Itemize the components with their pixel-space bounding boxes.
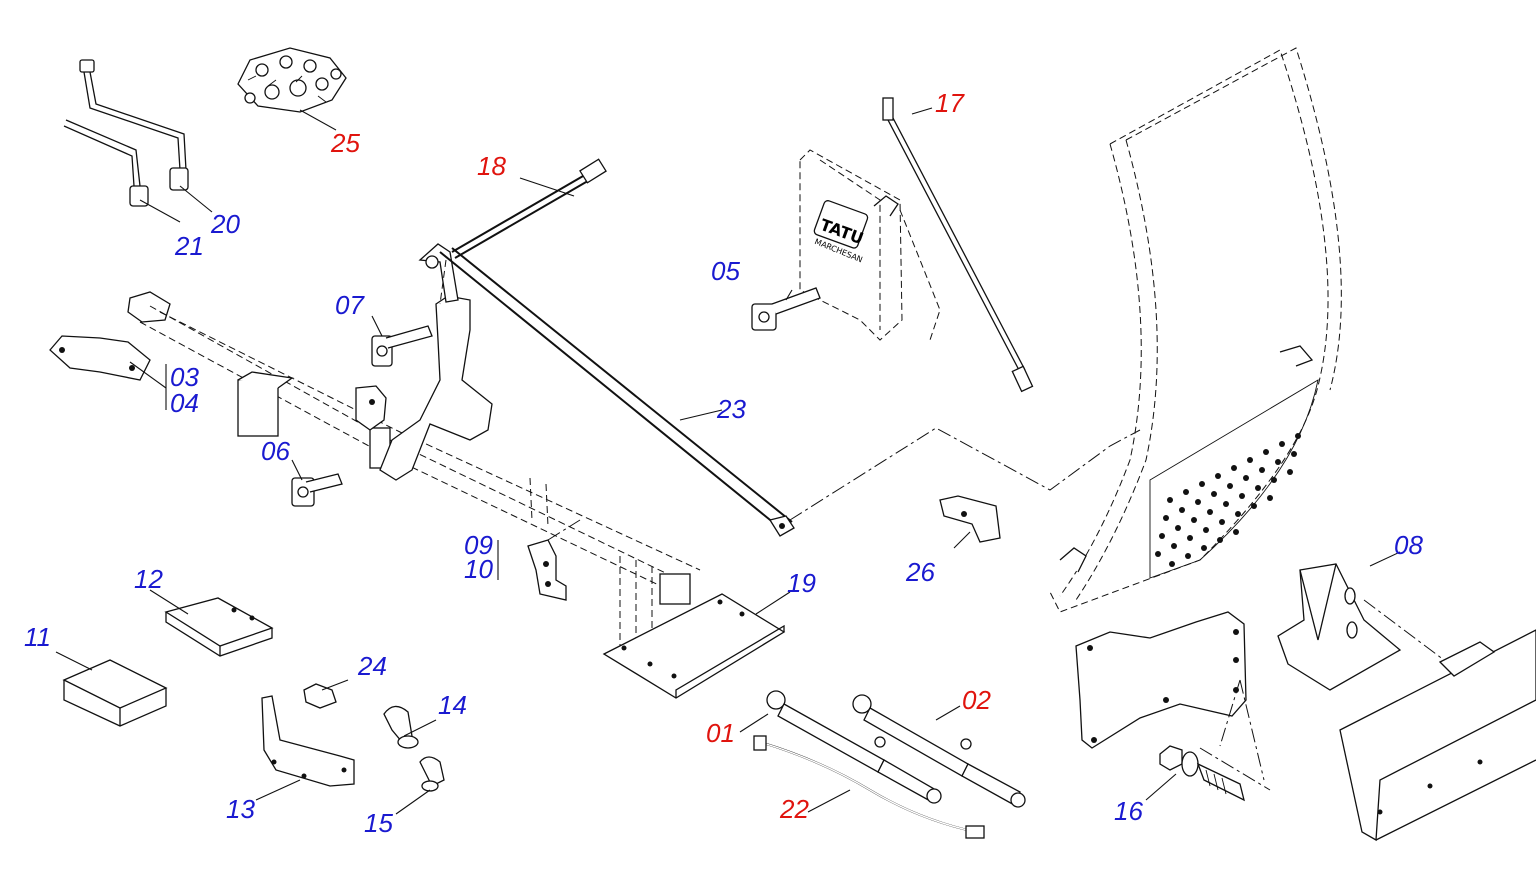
label-07: 07 — [335, 290, 365, 320]
label-10: 10 — [464, 554, 493, 584]
lift-arm-bracket — [355, 243, 493, 481]
part-19-plate[interactable] — [602, 593, 786, 699]
part-07-pin[interactable] — [371, 325, 433, 367]
part-24-clip[interactable] — [303, 683, 337, 709]
label-18: 18 — [477, 151, 506, 181]
label-03: 03 — [170, 362, 199, 392]
label-01: 01 — [706, 718, 735, 748]
main-frame — [127, 291, 701, 664]
part-13-bracket[interactable] — [261, 695, 355, 787]
label-11: 11 — [24, 622, 51, 652]
label-21: 21 — [174, 231, 204, 261]
part-25-bolt-kit[interactable] — [237, 47, 347, 113]
assembly-line — [789, 427, 1141, 521]
side-bracket — [1075, 611, 1247, 749]
label-22: 22 — [779, 794, 809, 824]
shield — [1049, 47, 1342, 613]
label-02: 02 — [962, 685, 991, 715]
label-26: 26 — [905, 557, 935, 587]
part-08-gusset[interactable] — [1277, 563, 1445, 691]
part-11-cover[interactable] — [62, 659, 168, 727]
label-12: 12 — [134, 564, 163, 594]
part-02-cylinder[interactable] — [852, 694, 1026, 808]
label-06: 06 — [261, 436, 290, 466]
label-04: 04 — [170, 388, 199, 418]
part-06-pin[interactable] — [291, 473, 343, 507]
label-15: 15 — [364, 808, 393, 838]
label-17: 17 — [935, 88, 965, 118]
part-01-cylinder[interactable] — [766, 690, 942, 804]
part-05-pin[interactable] — [751, 287, 821, 331]
part-22-hose[interactable] — [753, 735, 985, 839]
part-18-hose[interactable] — [451, 158, 607, 259]
label-16: 16 — [1114, 796, 1143, 826]
part-14-elbow[interactable] — [383, 705, 419, 749]
label-24: 24 — [357, 651, 387, 681]
label-08: 08 — [1394, 530, 1423, 560]
label-23: 23 — [716, 394, 746, 424]
label-25: 25 — [330, 128, 360, 158]
part-17-pipe[interactable] — [882, 97, 1034, 393]
label-20: 20 — [210, 209, 240, 239]
label-09: 09 — [464, 530, 493, 560]
label-05: 05 — [711, 256, 740, 286]
leader-lines — [55, 107, 1401, 815]
part-26-bracket[interactable] — [939, 495, 1001, 543]
part-15-elbow[interactable] — [419, 756, 445, 792]
label-14: 14 — [438, 690, 467, 720]
label-13: 13 — [226, 794, 255, 824]
part-16-bolt-set[interactable] — [1159, 679, 1271, 802]
part-labels: 20 21 25 18 17 05 07 03 04 23 06 09 10 2… — [24, 88, 1423, 838]
blade — [1339, 629, 1536, 842]
part-23-link-arm[interactable] — [439, 247, 795, 537]
part-09-10-bracket[interactable] — [527, 519, 581, 601]
part-20-wrench[interactable] — [79, 59, 189, 191]
part-21-wrench[interactable] — [63, 119, 149, 207]
part-12-cover[interactable] — [164, 597, 274, 657]
part-03-04-bracket[interactable] — [49, 335, 151, 381]
label-19: 19 — [787, 568, 816, 598]
